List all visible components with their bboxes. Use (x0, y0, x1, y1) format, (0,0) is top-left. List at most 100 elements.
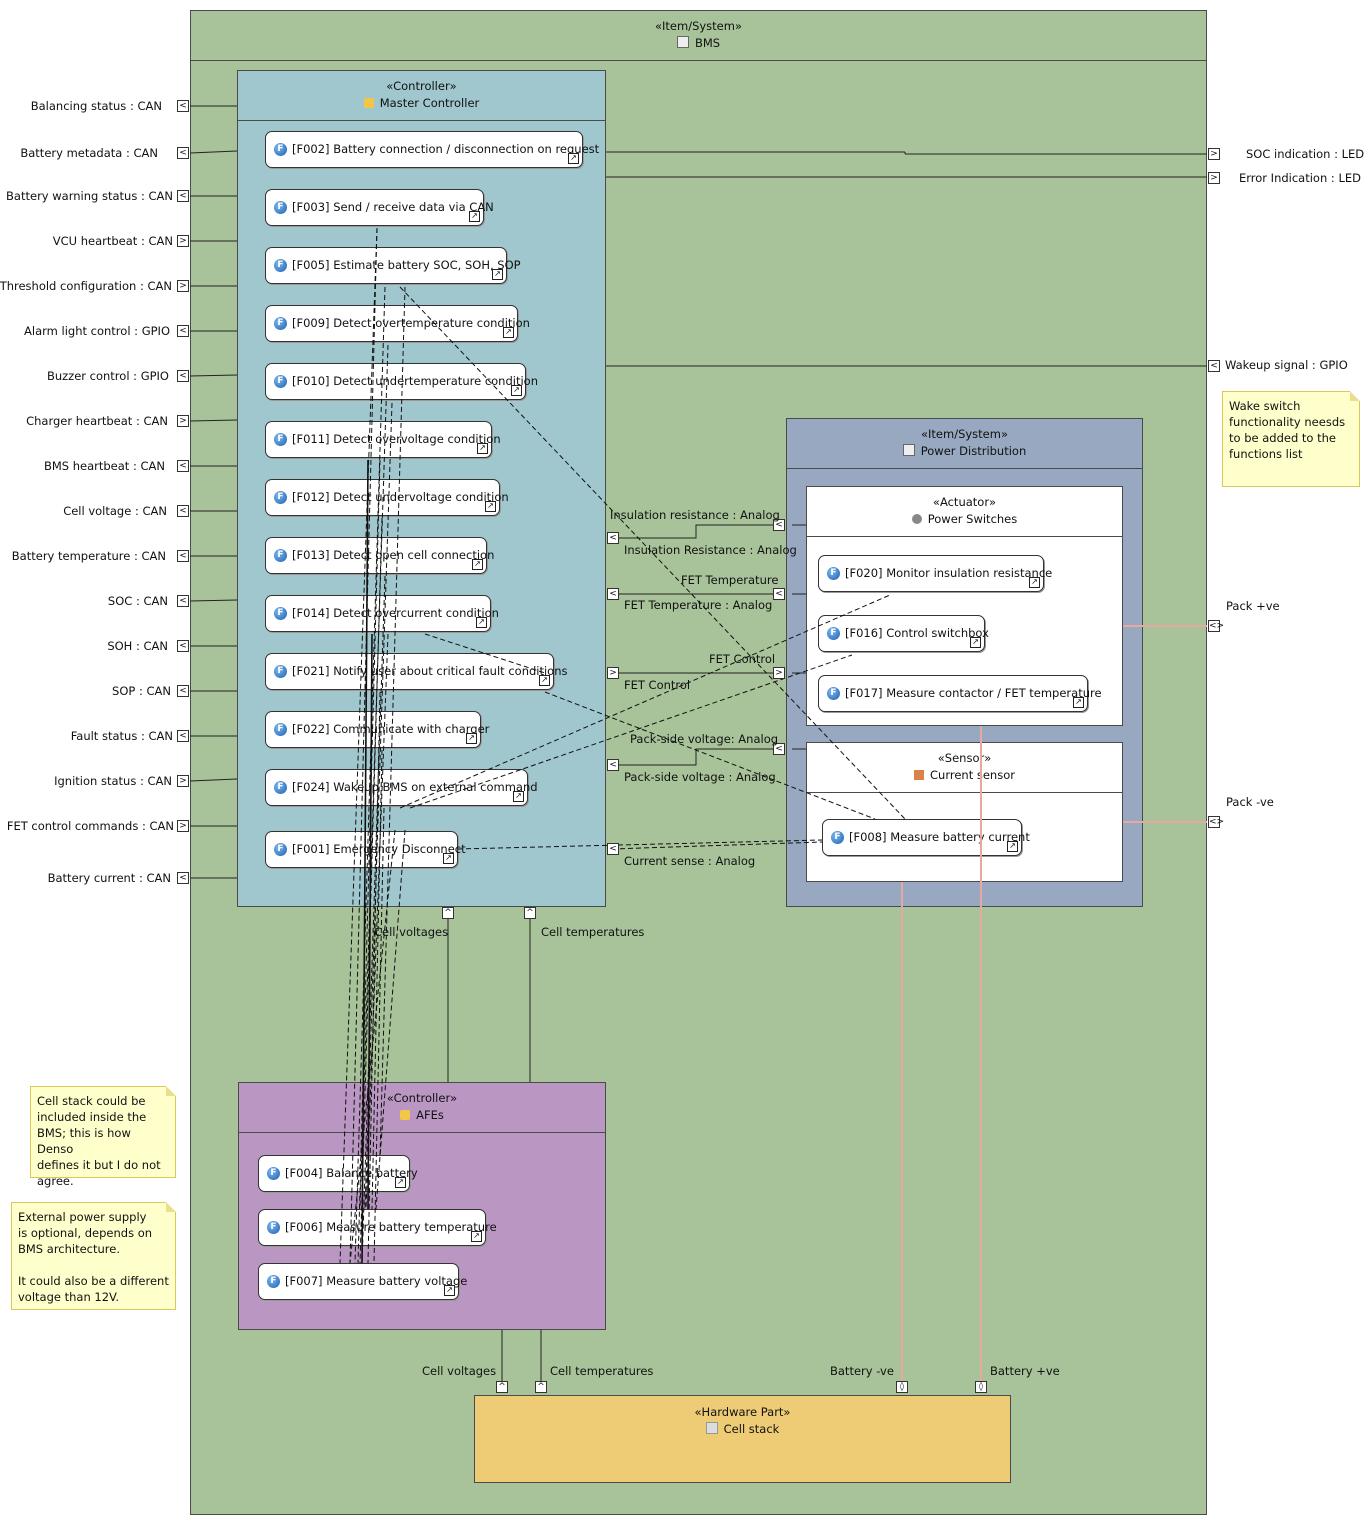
port-master-fet-temp[interactable]: < (607, 588, 619, 600)
link-icon[interactable]: ↗ (970, 637, 981, 648)
link-icon[interactable]: ↗ (443, 853, 454, 864)
note-external-power[interactable]: External power supply is optional, depen… (11, 1202, 176, 1310)
function-f010[interactable]: F[F010] Detect undertemperature conditio… (265, 363, 538, 400)
link-icon[interactable]: ↗ (477, 443, 488, 454)
link-icon[interactable]: ↗ (1029, 577, 1040, 588)
port-master-pack-side[interactable]: < (607, 759, 619, 771)
port-label-bms-heartbeat: BMS heartbeat : CAN (43, 459, 165, 473)
current-sensor[interactable]: «Sensor» Current sensor (806, 742, 1123, 882)
port-cell-voltage[interactable]: < (177, 505, 189, 517)
link-icon[interactable]: ↗ (444, 1285, 455, 1296)
label-pack-side-out: Pack-side voltage: Analog (630, 732, 779, 746)
bms-name: BMS (694, 36, 721, 50)
port-master-cell-voltages[interactable]: ^ (442, 907, 454, 919)
port-power-insulation[interactable]: < (773, 519, 785, 531)
function-f003[interactable]: F[F003] Send / receive data via CAN↗ (265, 189, 494, 226)
port-fault-status[interactable]: < (177, 730, 189, 742)
cell-stack[interactable]: «Hardware Part» Cell stack (474, 1395, 1011, 1483)
port-error-indication[interactable]: > (1208, 172, 1220, 184)
link-icon[interactable]: ↗ (485, 501, 496, 512)
port-balancing-status[interactable]: < (177, 100, 189, 112)
note-wake-switch[interactable]: Wake switch functionality neesds to be a… (1222, 391, 1360, 487)
function-f024[interactable]: F[F024] Wakeup BMS on external command↗ (265, 769, 538, 806)
function-f016[interactable]: F[F016] Control switchbox↗ (818, 615, 989, 652)
port-cell-voltages[interactable]: ^ (496, 1381, 508, 1393)
cellstack-stereotype: «Hardware Part» (694, 1405, 791, 1419)
function-f014[interactable]: F[F014] Detect overcurrent condition↗ (265, 595, 499, 632)
port-charger-heartbeat[interactable]: > (177, 415, 189, 427)
port-buzzer[interactable]: < (177, 370, 189, 382)
link-icon[interactable]: ↗ (513, 791, 524, 802)
label-fet-ctrl-in: FET Control (624, 678, 691, 692)
function-label: [F016] Control switchbox (845, 626, 989, 640)
port-threshold-config[interactable]: > (177, 280, 189, 292)
port-power-fet-ctrl[interactable]: > (773, 667, 785, 679)
sensor-icon (914, 770, 925, 780)
link-icon[interactable]: ↗ (539, 675, 550, 686)
port-battery-warning[interactable]: < (177, 190, 189, 202)
master-stereotype: «Controller» (386, 79, 457, 93)
port-master-current-sense[interactable]: < (607, 843, 619, 855)
link-icon[interactable]: ↗ (503, 327, 514, 338)
port-pack-neg[interactable]: <> (1208, 816, 1225, 828)
port-fet-control-commands[interactable]: > (177, 820, 189, 832)
function-f002[interactable]: F[F002] Battery connection / disconnecti… (265, 131, 599, 168)
port-cell-temps[interactable]: ^ (535, 1381, 547, 1393)
function-f021[interactable]: F[F021] Notify user about critical fault… (265, 653, 568, 690)
port-master-cell-temps[interactable]: ^ (524, 907, 536, 919)
port-soc[interactable]: < (177, 595, 189, 607)
function-f006[interactable]: F[F006] Measure battery temperature↗ (258, 1209, 497, 1246)
afes-name: AFEs (416, 1108, 444, 1122)
link-icon[interactable]: ↗ (395, 1177, 406, 1188)
port-battery-neg[interactable]: ◊ (896, 1381, 908, 1393)
link-icon[interactable]: ↗ (466, 733, 477, 744)
port-master-insulation[interactable]: < (607, 532, 619, 544)
link-icon[interactable]: ↗ (472, 559, 483, 570)
port-power-pack-side[interactable]: < (773, 743, 785, 755)
function-icon: F (274, 433, 287, 446)
function-label: [F007] Measure battery voltage (285, 1274, 468, 1288)
port-wakeup-signal[interactable]: < (1208, 360, 1220, 372)
function-f007[interactable]: F[F007] Measure battery voltage↗ (258, 1263, 467, 1300)
link-icon[interactable]: ↗ (469, 211, 480, 222)
port-soh[interactable]: < (177, 640, 189, 652)
function-f004[interactable]: F[F004] Balance battery↗ (258, 1155, 418, 1192)
port-vcu-heartbeat[interactable]: > (177, 235, 189, 247)
function-f017[interactable]: F [F017] Measure contactor / FET temperat… (818, 675, 1102, 712)
link-icon[interactable]: ↗ (1073, 697, 1084, 708)
function-label: [F017] Measure contactor / FET temperatu… (845, 686, 1102, 700)
function-f008[interactable]: F[F008] Measure battery current↗ (822, 819, 1030, 856)
port-label-cell-voltage: Cell voltage : CAN (63, 504, 167, 518)
port-label-buzzer: Buzzer control : GPIO (46, 369, 169, 383)
port-bms-heartbeat[interactable]: < (177, 460, 189, 472)
function-f005[interactable]: F[F005] Estimate battery SOC, SOH, SOP↗ (265, 247, 521, 284)
port-battery-temperature[interactable]: < (177, 550, 189, 562)
function-icon: F (827, 687, 840, 700)
port-soc-indication[interactable]: > (1208, 148, 1220, 160)
link-icon[interactable]: ↗ (471, 1231, 482, 1242)
link-icon[interactable]: ↗ (568, 153, 579, 164)
port-power-fet-temp[interactable]: < (773, 588, 785, 600)
function-f009[interactable]: F[F009] Detect overtemperature condition… (265, 305, 530, 342)
label-insulation-out: Insulation resistance : Analog (610, 508, 780, 522)
label-cell-temps-bottom: Cell temperatures (550, 1364, 654, 1378)
master-name: Master Controller (379, 96, 480, 110)
link-icon[interactable]: ↗ (511, 385, 522, 396)
link-icon[interactable]: ↗ (476, 617, 487, 628)
function-f011[interactable]: F[F011] Detect overvoltage condition↗ (265, 421, 501, 458)
port-battery-current[interactable]: < (177, 872, 189, 884)
port-sop[interactable]: < (177, 685, 189, 697)
function-icon: F (827, 567, 840, 580)
function-f020[interactable]: F[F020] Monitor insulation resistance↗ (818, 555, 1052, 592)
port-battery-metadata[interactable]: < (177, 147, 189, 159)
port-pack-pos[interactable]: <> (1208, 620, 1225, 632)
link-icon[interactable]: ↗ (492, 269, 503, 280)
note-cell-stack[interactable]: Cell stack could be included inside the … (30, 1086, 176, 1188)
port-label-fault-status: Fault status : CAN (70, 729, 173, 743)
cellstack-name: Cell stack (723, 1422, 780, 1436)
port-ignition-status[interactable]: > (177, 775, 189, 787)
port-battery-pos[interactable]: ◊ (975, 1381, 987, 1393)
port-alarm-light[interactable]: < (177, 325, 189, 337)
link-icon[interactable]: ↗ (1007, 841, 1018, 852)
port-master-fet-ctrl[interactable]: > (607, 667, 619, 679)
